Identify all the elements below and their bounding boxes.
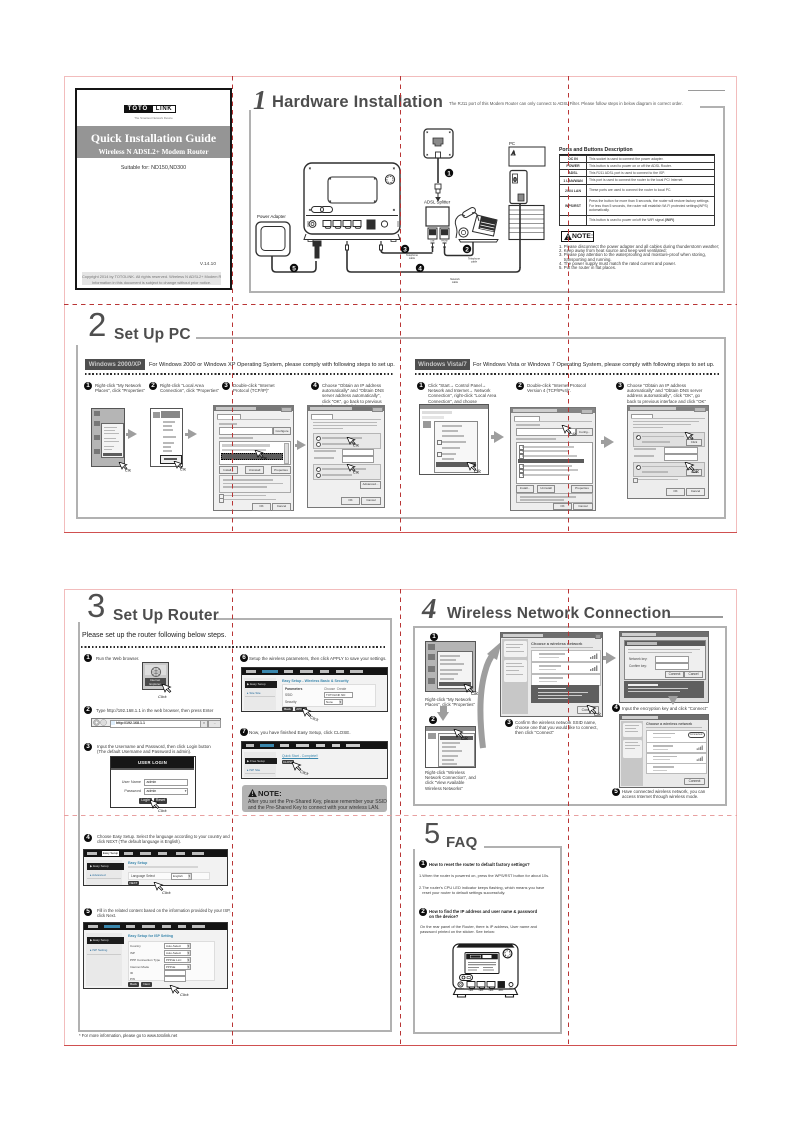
svg-text:1: 1	[447, 170, 451, 177]
svg-text:Telephone: Telephone	[406, 253, 419, 257]
svg-text:LAN3: LAN3	[489, 989, 494, 992]
svg-text:LAN2: LAN2	[479, 989, 484, 992]
svg-text:Click: Click	[180, 467, 186, 472]
svg-text:Network: Network	[450, 277, 460, 281]
svg-text:5: 5	[292, 265, 296, 272]
svg-text:Click: Click	[474, 469, 481, 474]
svg-text:Click: Click	[692, 469, 699, 474]
svg-text:Click: Click	[353, 443, 359, 448]
svg-text:Click: Click	[594, 712, 601, 717]
svg-text:cable: cable	[471, 260, 478, 264]
svg-text:LINE: LINE	[431, 241, 436, 243]
svg-text:Click: Click	[461, 736, 468, 741]
svg-text:Click: Click	[569, 432, 576, 437]
svg-text:3: 3	[403, 246, 407, 253]
svg-text:cable: cable	[452, 280, 459, 284]
svg-text:Power Adapter: Power Adapter	[257, 214, 286, 219]
svg-text:LAN1: LAN1	[469, 989, 474, 992]
svg-text:Telephone: Telephone	[468, 257, 481, 261]
svg-text:Click: Click	[261, 456, 267, 461]
svg-text:2: 2	[465, 246, 469, 253]
svg-text:Click: Click	[353, 470, 359, 475]
svg-text:0: 0	[514, 178, 517, 184]
svg-text:4: 4	[418, 265, 422, 272]
svg-text:PHONE: PHONE	[441, 241, 448, 243]
svg-text:ADSL: ADSL	[499, 989, 504, 992]
svg-text:POWER: POWER	[457, 989, 464, 991]
svg-text:A: A	[511, 151, 516, 157]
svg-text:Click: Click	[125, 468, 131, 473]
svg-text:cable: cable	[409, 256, 416, 260]
svg-text:Click: Click	[471, 691, 478, 696]
svg-text:ADSL Splitter: ADSL Splitter	[424, 200, 451, 205]
svg-text:PC: PC	[509, 141, 515, 146]
